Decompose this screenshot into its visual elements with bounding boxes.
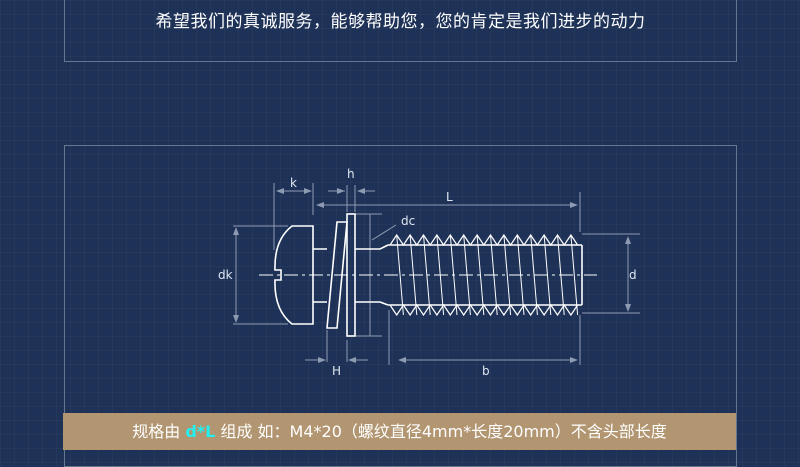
shank (313, 244, 389, 306)
label-k: k (290, 176, 297, 190)
screw-head (274, 225, 314, 325)
slogan-text: 希望我们的真诚服务，能够帮助您，您的肯定是我们进步的动力 (155, 12, 646, 32)
thread-line (423, 234, 431, 316)
thread-line (396, 234, 404, 316)
dimension-lines (233, 183, 640, 365)
label-b: b (482, 364, 490, 378)
spec-caption: 规格由 d*L 组成 如：M4*20（螺纹直径4mm*长度20mm）不含头部长度 (63, 413, 736, 450)
label-dc: dc (401, 214, 415, 228)
caption-prefix: 规格由 (132, 422, 181, 441)
thread-line (503, 234, 512, 316)
label-dk: dk (218, 268, 233, 282)
spring-washer (326, 221, 348, 329)
thread-crest-bottom (389, 303, 579, 317)
label-d: d (629, 268, 637, 282)
thread-line (476, 234, 485, 316)
caption-suffix: 组成 如：M4*20（螺纹直径4mm*长度20mm）不含头部长度 (220, 422, 667, 441)
caption-highlight: d*L (185, 422, 216, 441)
thread-crest-top (389, 233, 579, 247)
label-L: L (446, 190, 453, 204)
slogan-panel: 希望我们的真诚服务，能够帮助您，您的肯定是我们进步的动力 (64, 0, 737, 62)
label-H: H (332, 364, 341, 378)
label-h: h (347, 167, 355, 181)
thread-line (570, 234, 579, 316)
screw-diagram: k h L dc dk d H b (218, 167, 640, 378)
dimension-arrows (233, 188, 631, 363)
